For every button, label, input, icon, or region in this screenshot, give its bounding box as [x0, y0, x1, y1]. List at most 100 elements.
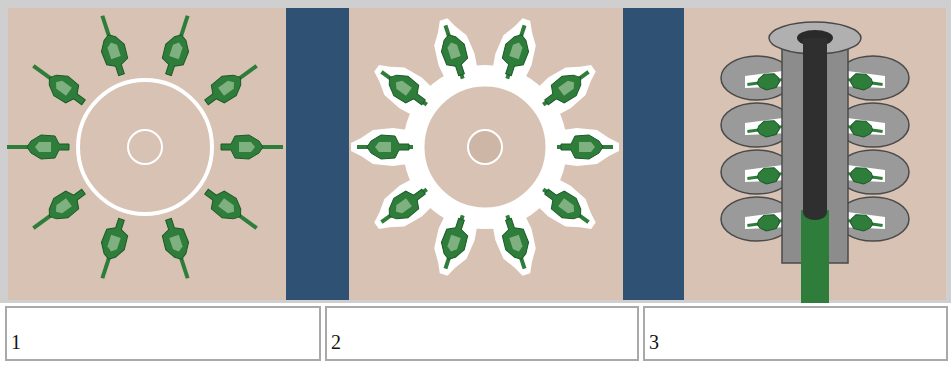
- green-spoke: [26, 56, 90, 112]
- spoke-bud: [437, 31, 473, 78]
- spoke-bud: [367, 135, 409, 159]
- central-ring: [78, 80, 212, 214]
- green-spoke: [496, 22, 536, 83]
- bud-core: [446, 41, 460, 59]
- green-spoke: [221, 135, 283, 159]
- radial-stage-two: [351, 14, 619, 281]
- green-spoke: [91, 216, 133, 282]
- green-spoke: [557, 135, 613, 159]
- sheath-lobe: [530, 173, 604, 241]
- central-tube: [803, 38, 827, 218]
- bud-core: [239, 142, 255, 152]
- bud-core: [509, 235, 523, 253]
- frame-ground: [0, 0, 951, 303]
- green-spoke: [91, 12, 133, 78]
- sheath-lobe: [489, 208, 545, 281]
- spoke-bud: [27, 135, 69, 159]
- spoke-bud: [850, 166, 874, 185]
- spoke-bud: [437, 216, 473, 263]
- green-spoke: [536, 180, 595, 232]
- spoke-bud: [97, 216, 133, 263]
- spoke-bud: [497, 31, 533, 78]
- spoke-bud: [497, 216, 533, 263]
- separator-band: [286, 8, 349, 300]
- green-spoke: [496, 212, 536, 273]
- bud-core: [558, 198, 577, 215]
- bud-core: [53, 198, 72, 215]
- spoke-bud: [382, 68, 430, 112]
- spoke-bud: [157, 216, 193, 263]
- sheath-lobe: [489, 14, 545, 87]
- spoke-bud: [382, 182, 430, 226]
- sheath-lobe: [555, 128, 619, 166]
- radial-stage-one: [7, 12, 283, 282]
- label-cell: 1: [5, 306, 321, 361]
- bud-core: [558, 78, 577, 95]
- bud-core: [375, 142, 391, 152]
- bud-core: [446, 235, 460, 253]
- sheath-lobe: [530, 53, 604, 121]
- sheath-lobe: [351, 128, 415, 166]
- panel-number: 3: [649, 331, 659, 353]
- sheath-lobe: [426, 14, 482, 87]
- panel-ground: [8, 8, 286, 300]
- green-spoke: [26, 182, 90, 238]
- spoke-bud: [850, 119, 874, 138]
- bud-core: [106, 235, 120, 253]
- panel-number: 1: [11, 331, 21, 353]
- center-circle: [468, 130, 502, 164]
- spoke-bud: [97, 31, 133, 78]
- spoke-bud: [850, 72, 874, 91]
- green-spoke: [157, 12, 199, 78]
- green-spoke: [7, 135, 69, 159]
- bud-core: [106, 41, 120, 59]
- spoke-bud: [756, 166, 780, 185]
- spoke-bud: [539, 182, 587, 226]
- bud-core: [218, 198, 237, 215]
- bud-core: [35, 142, 51, 152]
- separator-band: [623, 8, 684, 300]
- spoke-bud: [42, 68, 90, 112]
- bud-core: [579, 142, 595, 152]
- sheath-lobe: [365, 173, 439, 241]
- bud-core: [169, 41, 183, 59]
- label-cell: 3: [643, 306, 948, 361]
- green-spoke: [374, 180, 433, 232]
- tube-end: [803, 204, 827, 220]
- bud-core: [509, 41, 523, 59]
- green-spoke: [434, 22, 474, 83]
- green-spoke: [199, 182, 263, 238]
- panel-ground: [349, 8, 623, 300]
- bud-core: [393, 78, 412, 95]
- spoke-bud: [157, 31, 193, 78]
- green-spoke: [199, 56, 263, 112]
- green-spoke: [374, 62, 433, 114]
- green-spoke: [434, 212, 474, 273]
- bud-core: [393, 198, 412, 215]
- central-disc: [423, 85, 547, 209]
- spoke-bud: [42, 182, 90, 226]
- center-circle: [128, 130, 162, 164]
- spoke-bud: [756, 72, 780, 91]
- green-spoke: [536, 62, 595, 114]
- spoke-bud: [756, 213, 780, 232]
- sheath-lobe: [365, 53, 439, 121]
- green-stem: [801, 210, 829, 303]
- spoke-bud: [850, 213, 874, 232]
- bud-core: [218, 78, 237, 95]
- spoke-bud: [561, 135, 603, 159]
- spoke-bud: [756, 119, 780, 138]
- sheath-lobe: [426, 208, 482, 281]
- spoke-bud: [539, 68, 587, 112]
- spoke-bud: [199, 182, 247, 226]
- panel-number: 2: [331, 331, 341, 353]
- spoke-bud: [199, 68, 247, 112]
- green-spoke: [357, 135, 413, 159]
- column-stage-three: [721, 22, 909, 303]
- label-cell: 2: [325, 306, 639, 361]
- green-spoke: [157, 216, 199, 282]
- bud-core: [53, 78, 72, 95]
- bud-core: [169, 235, 183, 253]
- spoke-bud: [221, 135, 263, 159]
